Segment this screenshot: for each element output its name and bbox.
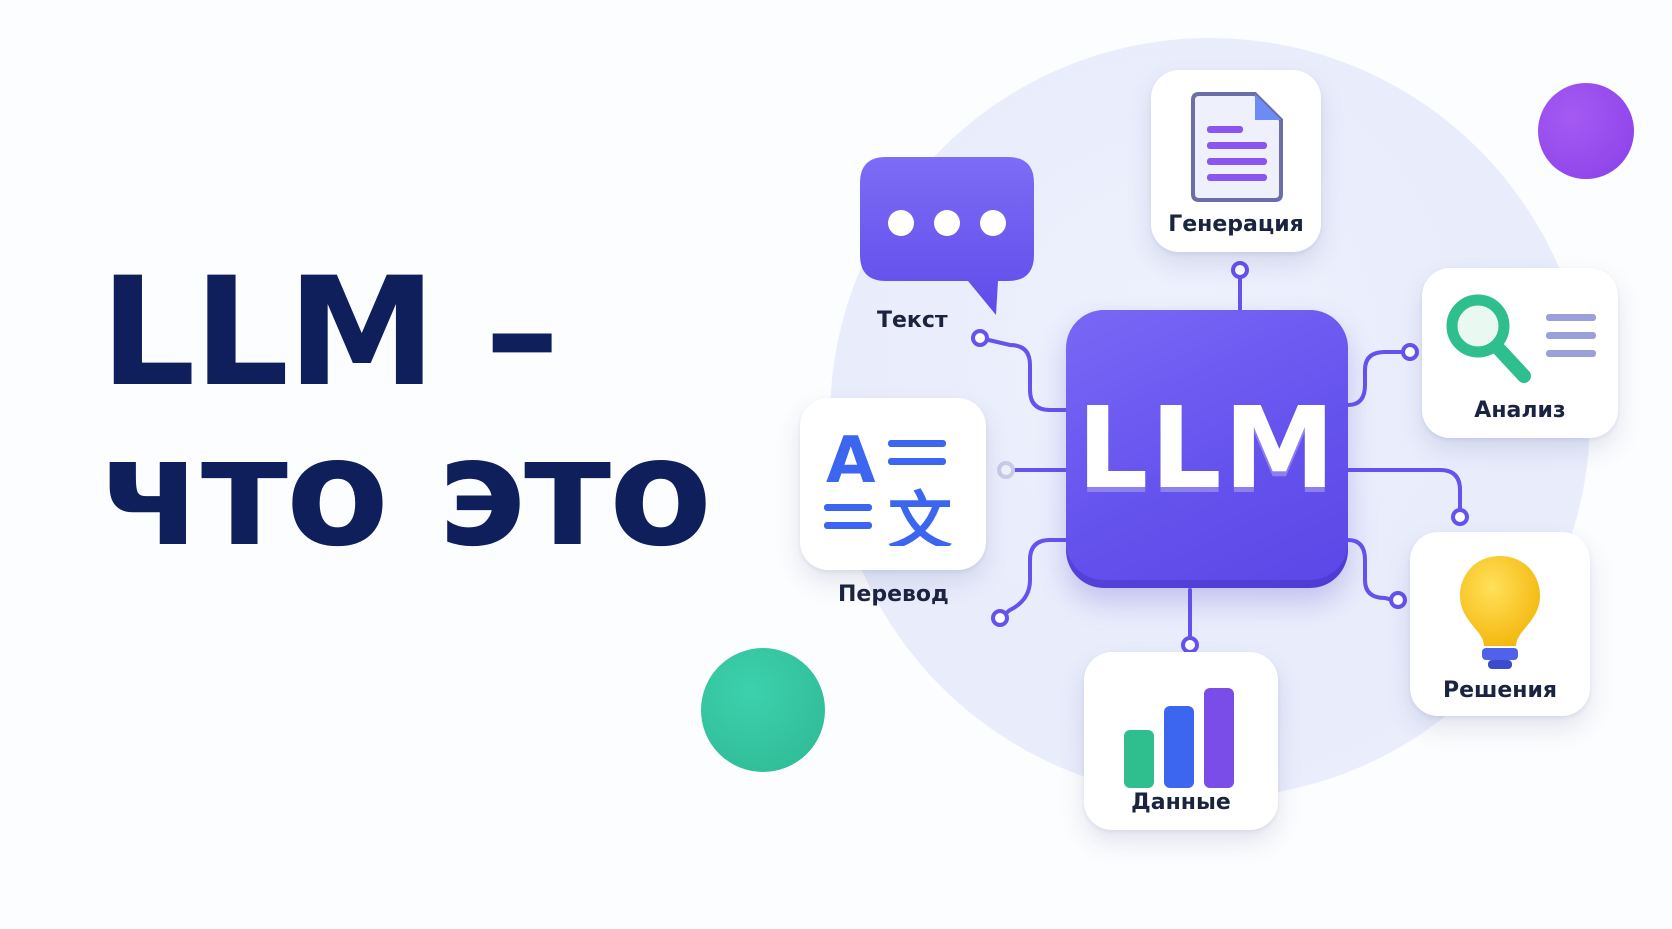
purple-dot-decoration	[1538, 83, 1634, 179]
green-dot-decoration	[701, 648, 825, 772]
card-data: Данные	[1084, 652, 1278, 830]
card-label-text: Текст	[877, 308, 948, 333]
llm-chip: LLM	[1066, 310, 1348, 588]
translate-icon: A 文	[824, 424, 952, 546]
chat-bubble-icon	[860, 157, 1034, 315]
title-line-1: LLM –	[100, 246, 560, 420]
card-translation: A 文	[800, 398, 986, 570]
card-label-decisions: Решения	[1442, 678, 1558, 703]
bar-chart-icon	[1124, 688, 1234, 788]
page-title: LLM – что это	[100, 246, 712, 580]
card-label-generation: Генерация	[1168, 212, 1304, 237]
card-label-analysis: Анализ	[1474, 398, 1566, 423]
document-icon	[1191, 92, 1283, 202]
card-generation: Генерация	[1151, 70, 1321, 252]
llm-chip-label: LLM	[1076, 384, 1338, 514]
lightbulb-icon	[1460, 556, 1540, 669]
svg-text:文: 文	[888, 486, 952, 546]
card-decisions: Решения	[1410, 532, 1590, 716]
card-label-data: Данные	[1131, 790, 1231, 815]
magnifier-icon	[1446, 294, 1596, 383]
svg-text:A: A	[826, 424, 876, 498]
title-line-2: что это	[100, 406, 712, 580]
card-analysis: Анализ	[1422, 268, 1618, 438]
card-label-translation: Перевод	[838, 582, 949, 607]
